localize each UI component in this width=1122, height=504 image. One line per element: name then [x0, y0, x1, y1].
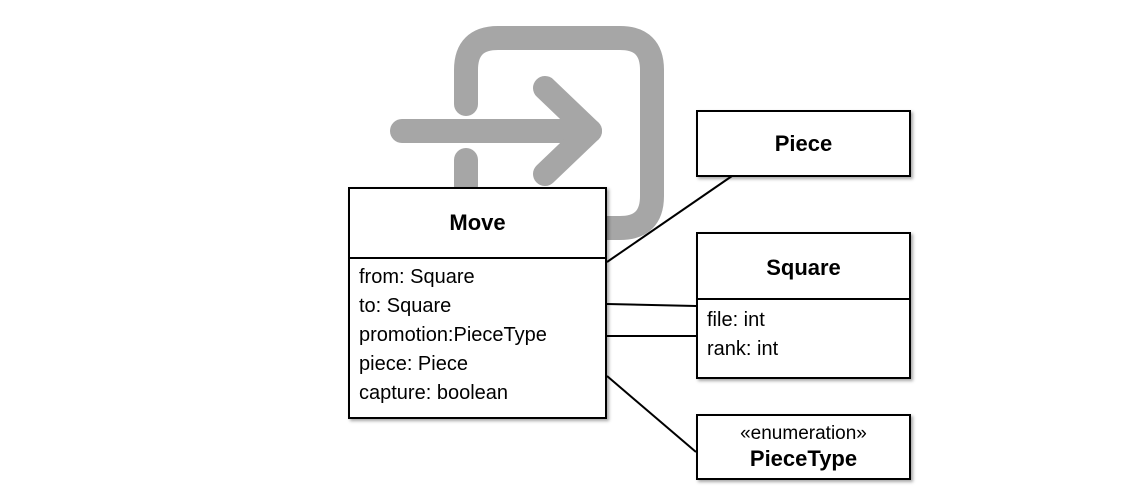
class-piece[interactable]: Piece [696, 110, 911, 177]
class-piece-name: Piece [774, 131, 833, 156]
attribute-rank: rank: int [707, 338, 779, 360]
class-square-name: Square [766, 255, 841, 280]
association-move-square-from [606, 303, 697, 307]
enum-piecetype-stereotype: «enumeration» [740, 423, 867, 444]
class-move-name: Move [449, 210, 506, 235]
attribute-from: from: Square [359, 266, 475, 288]
class-square[interactable]: Square file: int rank: int [696, 232, 911, 379]
attribute-piece: piece: Piece [359, 353, 468, 375]
enum-piecetype[interactable]: «enumeration» PieceType [696, 414, 911, 480]
attribute-promotion: promotion:PieceType [359, 324, 547, 346]
class-square-attributes: file: int rank: int [698, 298, 909, 368]
association-move-piece [606, 175, 733, 263]
sign-in-icon-frame [454, 26, 664, 240]
association-move-piecetype [606, 375, 697, 453]
associations [606, 175, 733, 453]
attribute-capture: capture: boolean [359, 382, 509, 404]
attribute-to: to: Square [359, 295, 452, 317]
class-move[interactable]: Move from: Square to: Square promotion:P… [348, 187, 607, 419]
class-move-attributes: from: Square to: Square promotion:PieceT… [350, 257, 605, 412]
enum-piecetype-name: PieceType [749, 446, 858, 471]
sign-in-icon [390, 26, 664, 240]
sign-in-icon-arrow-head [533, 76, 602, 186]
attribute-file: file: int [707, 309, 765, 331]
